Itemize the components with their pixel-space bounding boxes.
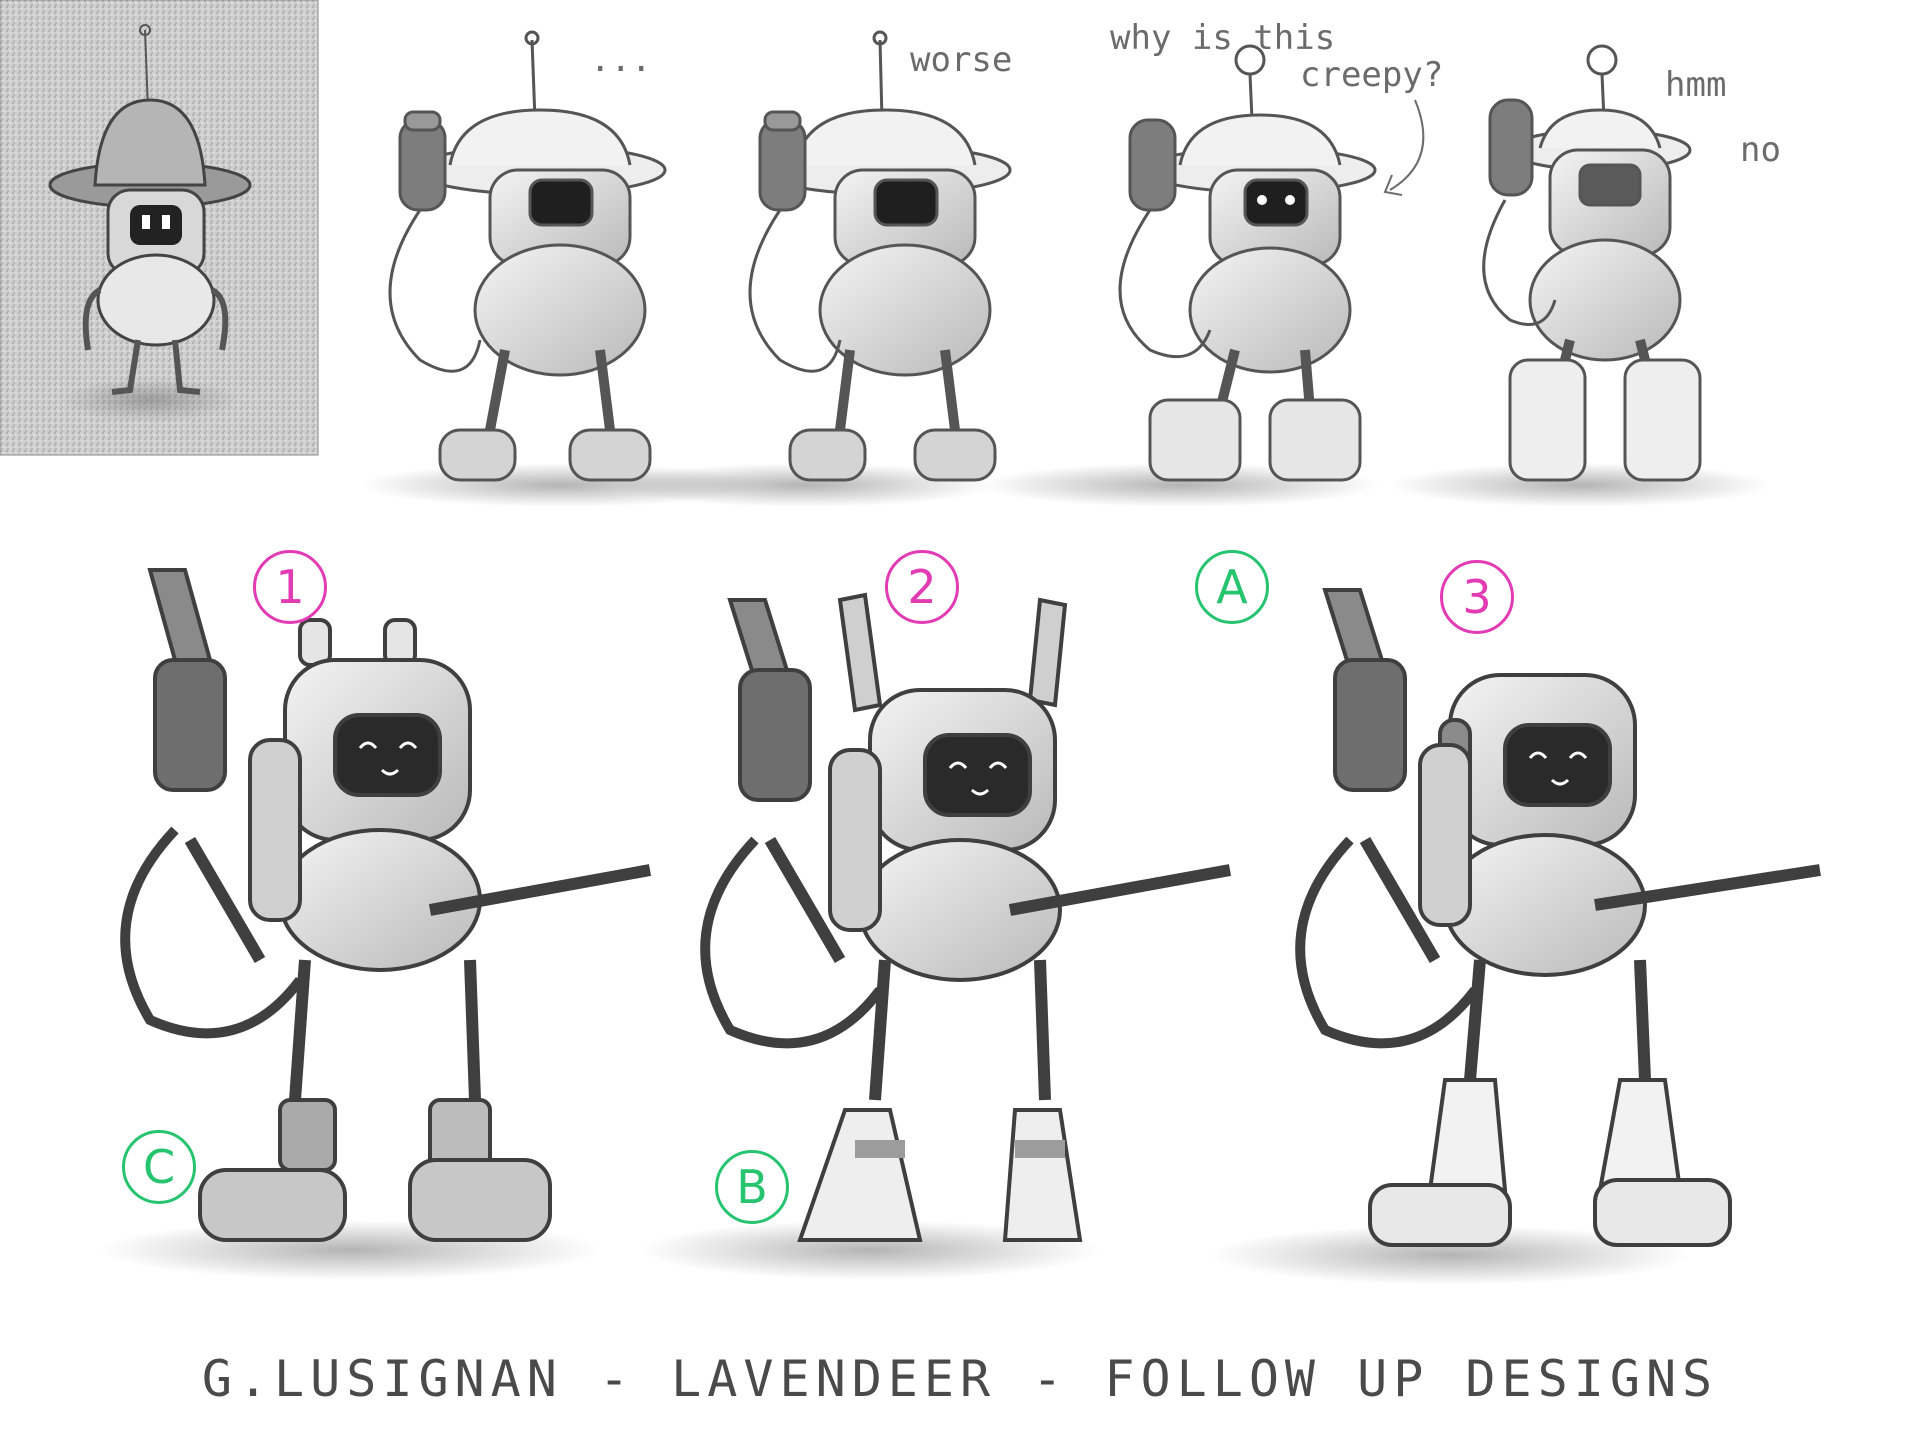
sketch-robot-3 [980,44,1380,507]
design-robot-1 [100,568,652,1280]
note-why-creepy-line2: creepy? [1300,55,1444,95]
sketch-robot-2 [615,30,1012,507]
note-no: no [1740,130,1781,170]
design-robot-2 [640,592,1232,1280]
variant-label-2: 2 [885,550,959,624]
variant-label-3: 3 [1440,560,1514,634]
variant-label-1: 1 [253,550,327,624]
note-hmm: hmm [1665,65,1727,105]
note-why-creepy-line1: why is this [1110,18,1336,58]
note-ellipsis: ... [590,40,652,80]
note-worse: worse [910,40,1013,80]
reference-thumbnail [0,0,319,456]
design-robot-3 [1210,588,1821,1285]
sketch-robot-4 [1390,44,1770,507]
top-row-sketches [360,30,1770,507]
bottom-row-designs [100,568,1821,1285]
footer-credit: G.LUSIGNAN - LAVENDEER - FOLLOW UP DESIG… [201,1350,1719,1408]
variant-label-c: C [122,1130,196,1204]
variant-label-a: A [1195,550,1269,624]
variant-label-b: B [715,1150,789,1224]
sketch-robot-1 [360,30,760,507]
